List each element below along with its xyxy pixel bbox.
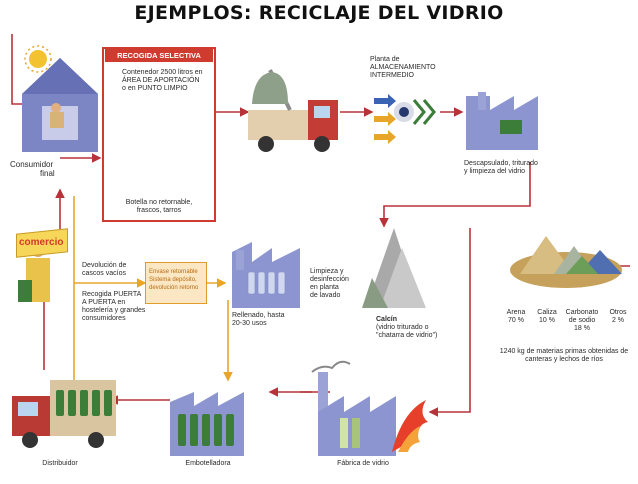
storage-line: INTERMEDIO bbox=[370, 72, 414, 79]
returnable-line: devolución retorno bbox=[149, 285, 199, 291]
glass-factory-label: Fábrica de vidrio bbox=[337, 460, 389, 467]
limestone-line: 10 % bbox=[539, 317, 555, 324]
container-line: ÁREA DE APORTACIÓN bbox=[122, 77, 200, 84]
returnable-line: Sistema depósito, bbox=[149, 277, 197, 283]
page-title: EJEMPLOS: RECICLAJE DEL VIDRIO bbox=[134, 2, 504, 24]
container-line: o en PUNTO LIMPIO bbox=[122, 85, 188, 92]
returnable-box bbox=[145, 262, 207, 304]
decapping-line: Descapsulado, triturado bbox=[464, 160, 538, 167]
container-label: Contenedor 2500 litros en ÁREA DE APORTA… bbox=[122, 69, 208, 93]
door-collection-line: A PUERTA en bbox=[82, 299, 126, 306]
others-label: Otros 2 % bbox=[604, 309, 632, 325]
cullet-pile-icon bbox=[362, 228, 426, 308]
washing-plant-icon bbox=[232, 242, 300, 308]
bottle-label: Botella no retornable, frascos, tarros bbox=[110, 199, 208, 215]
others-line: 2 % bbox=[611, 317, 625, 324]
cleaning-label: Limpieza y desinfección en planta de lav… bbox=[310, 268, 370, 300]
selective-collection-box bbox=[102, 47, 216, 222]
decapping-line: y limpieza del vidrio bbox=[464, 168, 526, 175]
consumer-line: final bbox=[40, 169, 55, 178]
storage-arrows-icon bbox=[374, 94, 436, 144]
limestone-label: Caliza 10 % bbox=[532, 309, 562, 325]
bottler-label: Embotelladora bbox=[185, 460, 231, 467]
cleaning-line: de lavado bbox=[310, 292, 341, 299]
storage-label: Planta de ALMACENAMIENTO INTERMEDIO bbox=[370, 56, 450, 80]
cullet-line: Calcín bbox=[376, 316, 398, 323]
door-collection-line: hostelería y grandes bbox=[82, 307, 146, 314]
storage-line: ALMACENAMIENTO bbox=[370, 64, 436, 71]
cullet-label: Calcín (vidrio triturado o "chatarra de … bbox=[376, 316, 468, 340]
shop-sign-label: comercio bbox=[19, 237, 64, 248]
cleaning-line: desinfección bbox=[310, 276, 349, 283]
decapping-label: Descapsulado, triturado y limpieza del v… bbox=[464, 160, 574, 176]
return-line: Devolución de bbox=[82, 262, 127, 269]
container-line: Contenedor 2500 litros en bbox=[122, 69, 203, 76]
consumer-line: Consumidor bbox=[10, 160, 54, 169]
soda-line: de sodio bbox=[568, 317, 596, 324]
raw-materials-line: 1240 kg de materias primas obtenidas de bbox=[499, 348, 629, 355]
cullet-line: (vidrio triturado o bbox=[376, 324, 429, 331]
returnable-label: Envase retornable Sistema depósito, devo… bbox=[149, 268, 207, 292]
cleaning-line: en planta bbox=[310, 284, 339, 291]
return-label: Devolución de cascos vacíos bbox=[82, 262, 142, 278]
sun-icon bbox=[24, 45, 52, 73]
consumer-house-icon bbox=[22, 58, 98, 152]
return-lines bbox=[73, 196, 233, 386]
refill-label: Rellenado, hasta 20-30 usos bbox=[232, 312, 302, 328]
distributor-truck-icon bbox=[12, 380, 116, 448]
processing-plant-icon bbox=[466, 92, 538, 150]
raw-materials-icon bbox=[510, 236, 622, 288]
soda-label: Carbonato de sodio 18 % bbox=[562, 309, 602, 333]
sand-line: 70 % bbox=[508, 317, 524, 324]
door-collection-line: consumidores bbox=[82, 315, 126, 322]
raw-materials-line: canteras y lechos de ríos bbox=[525, 356, 603, 363]
glass-factory-icon bbox=[311, 360, 396, 456]
bottle-line: frascos, tarros bbox=[136, 207, 182, 214]
refill-line: Rellenado, hasta bbox=[232, 312, 285, 319]
refill-line: 20-30 usos bbox=[232, 320, 267, 327]
soda-line: 18 % bbox=[574, 325, 590, 332]
cullet-line: "chatarra de vidrio") bbox=[376, 332, 438, 339]
cleaning-line: Limpieza y bbox=[310, 268, 344, 275]
door-collection-label: Recogida PUERTA A PUERTA en hostelería y… bbox=[82, 291, 146, 323]
selective-collection-tag: RECOGIDA SELECTIVA bbox=[105, 49, 213, 62]
bottle-line: Botella no retornable, bbox=[125, 199, 193, 206]
raw-materials-label: 1240 kg de materias primas obtenidas de … bbox=[494, 348, 634, 364]
bottling-plant-icon bbox=[170, 392, 244, 456]
returnable-line: Envase retornable bbox=[149, 269, 198, 275]
limestone-line: Caliza bbox=[537, 309, 557, 316]
flame-icon bbox=[392, 400, 428, 452]
sand-line: Arena bbox=[506, 309, 526, 316]
return-line: cascos vacíos bbox=[82, 270, 126, 277]
distributor-label: Distribuidor bbox=[42, 460, 78, 467]
sand-label: Arena 70 % bbox=[500, 309, 532, 325]
storage-line: Planta de bbox=[370, 56, 400, 63]
soda-line: Carbonato bbox=[565, 309, 599, 316]
others-line: Otros bbox=[609, 309, 627, 316]
collection-truck-icon bbox=[248, 69, 338, 152]
consumer-label: Consumidor final bbox=[10, 160, 70, 178]
door-collection-line: Recogida PUERTA bbox=[82, 291, 142, 298]
